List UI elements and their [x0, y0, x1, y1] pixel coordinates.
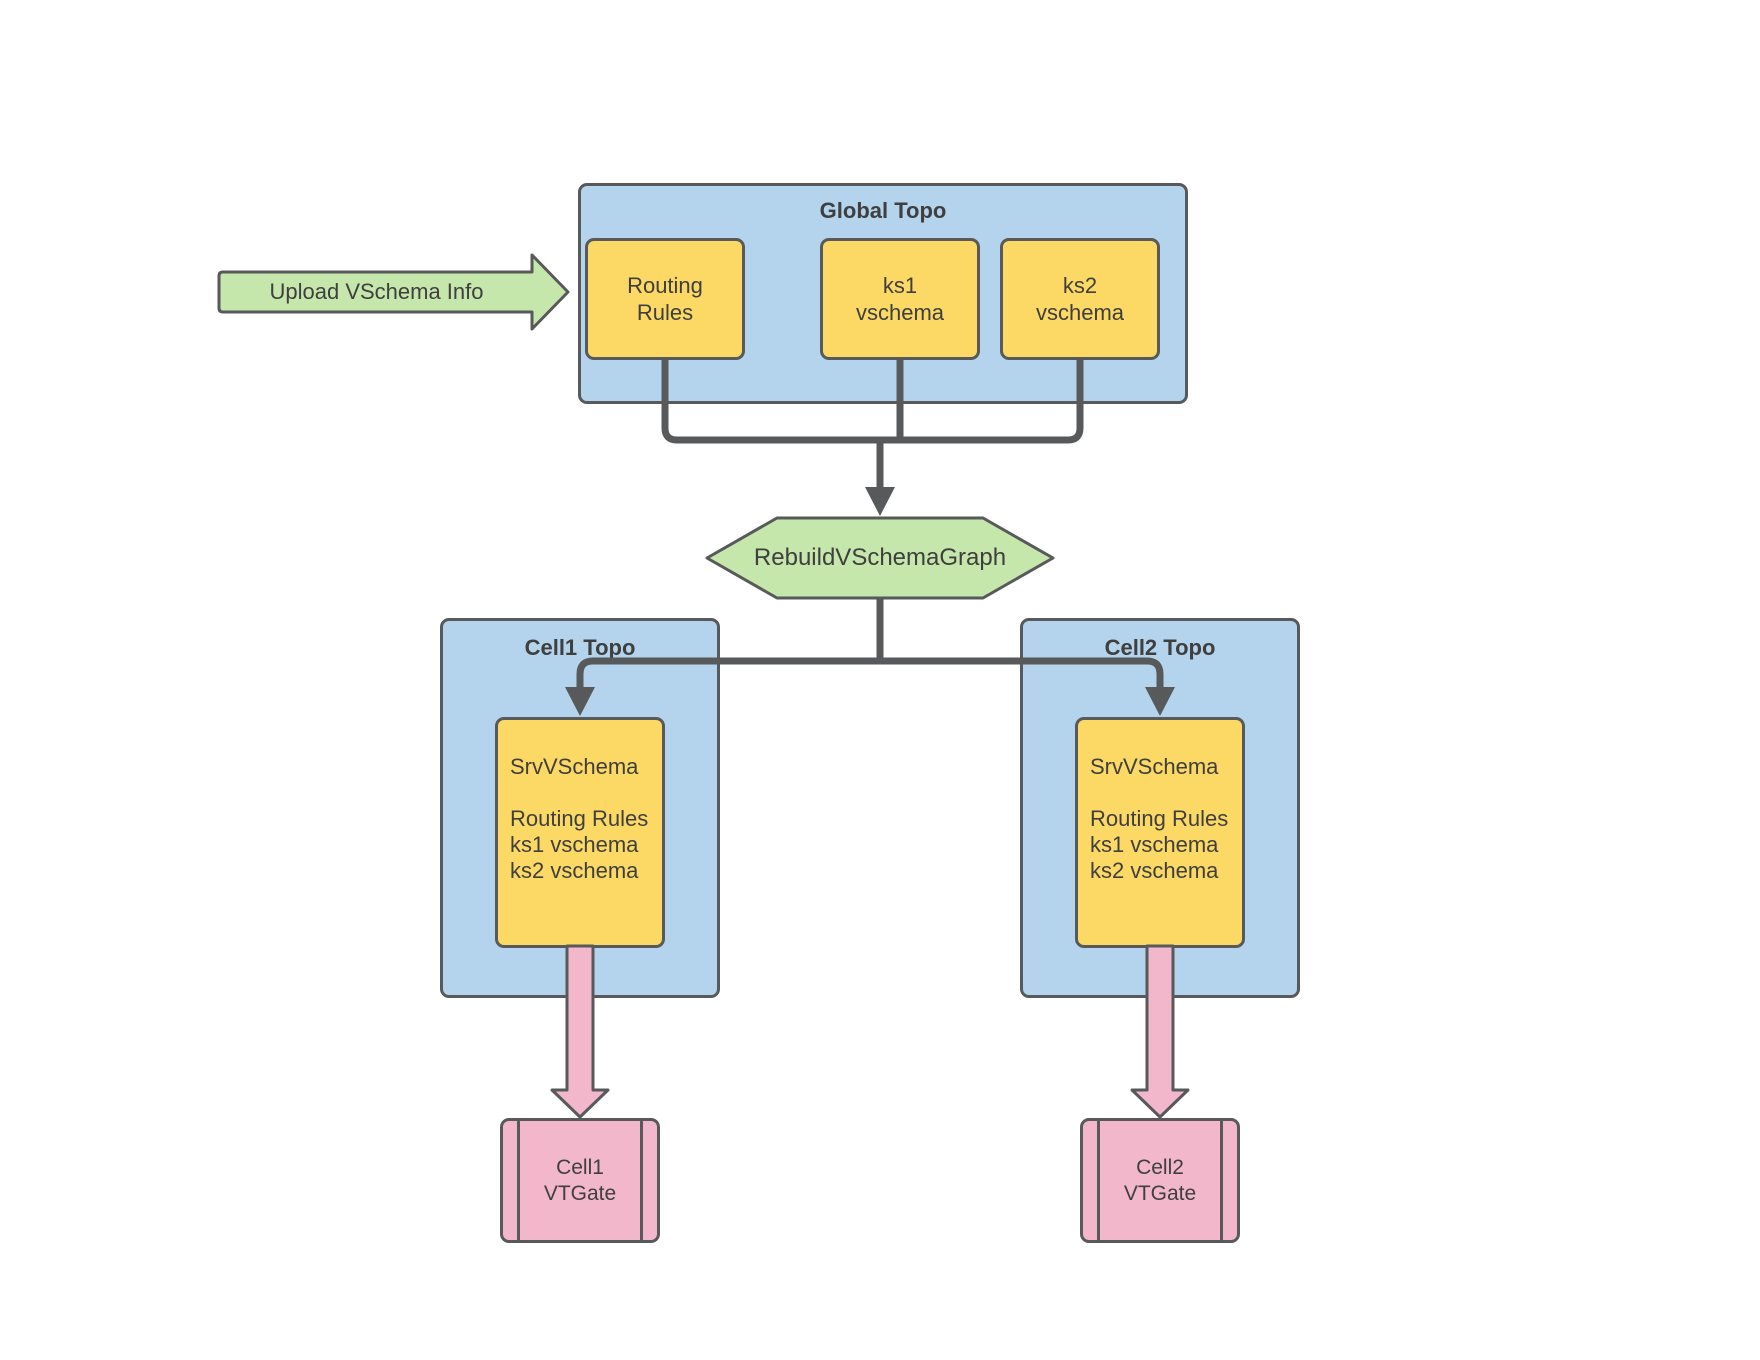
arrowhead-to-rebuild	[865, 487, 895, 516]
global-topo-title: Global Topo	[819, 198, 947, 223]
routing-rules-node: Routing Rules	[585, 238, 745, 360]
vtgate-right-bar	[1220, 1121, 1223, 1240]
ks2-vschema-node: ks2 vschema	[1000, 238, 1160, 360]
cell1-topo-title: Cell1 Topo	[524, 635, 636, 660]
ks1-vschema-label: ks1 vschema	[855, 273, 945, 325]
cell2-srvvschema-node: SrvVSchema Routing Rules ks1 vschema ks2…	[1075, 717, 1245, 948]
cell2-vtgate-node: Cell2 VTGate	[1080, 1118, 1240, 1243]
cell1-vtgate-node: Cell1 VTGate	[500, 1118, 660, 1243]
ks1-vschema-node: ks1 vschema	[820, 238, 980, 360]
routing-rules-label: Routing Rules	[627, 273, 703, 325]
cell2-topo-title: Cell2 Topo	[1104, 635, 1216, 660]
ks2-vschema-label: ks2 vschema	[1035, 273, 1125, 325]
vtgate-left-bar	[517, 1121, 520, 1240]
cell2-srvvschema-label: SrvVSchema Routing Rules ks1 vschema ks2…	[1090, 754, 1229, 883]
cell1-srvvschema-label: SrvVSchema Routing Rules ks1 vschema ks2…	[510, 754, 649, 883]
cell2-vtgate-label: Cell2 VTGate	[1123, 1155, 1197, 1205]
cell1-srvvschema-node: SrvVSchema Routing Rules ks1 vschema ks2…	[495, 717, 665, 948]
cell1-vtgate-label: Cell1 VTGate	[543, 1155, 617, 1205]
vtgate-right-bar	[640, 1121, 643, 1240]
vtgate-left-bar	[1097, 1121, 1100, 1240]
upload-vschema-label: Upload VSchema Info	[269, 279, 484, 304]
rebuild-vschema-graph-label: RebuildVSchemaGraph	[753, 544, 1007, 571]
